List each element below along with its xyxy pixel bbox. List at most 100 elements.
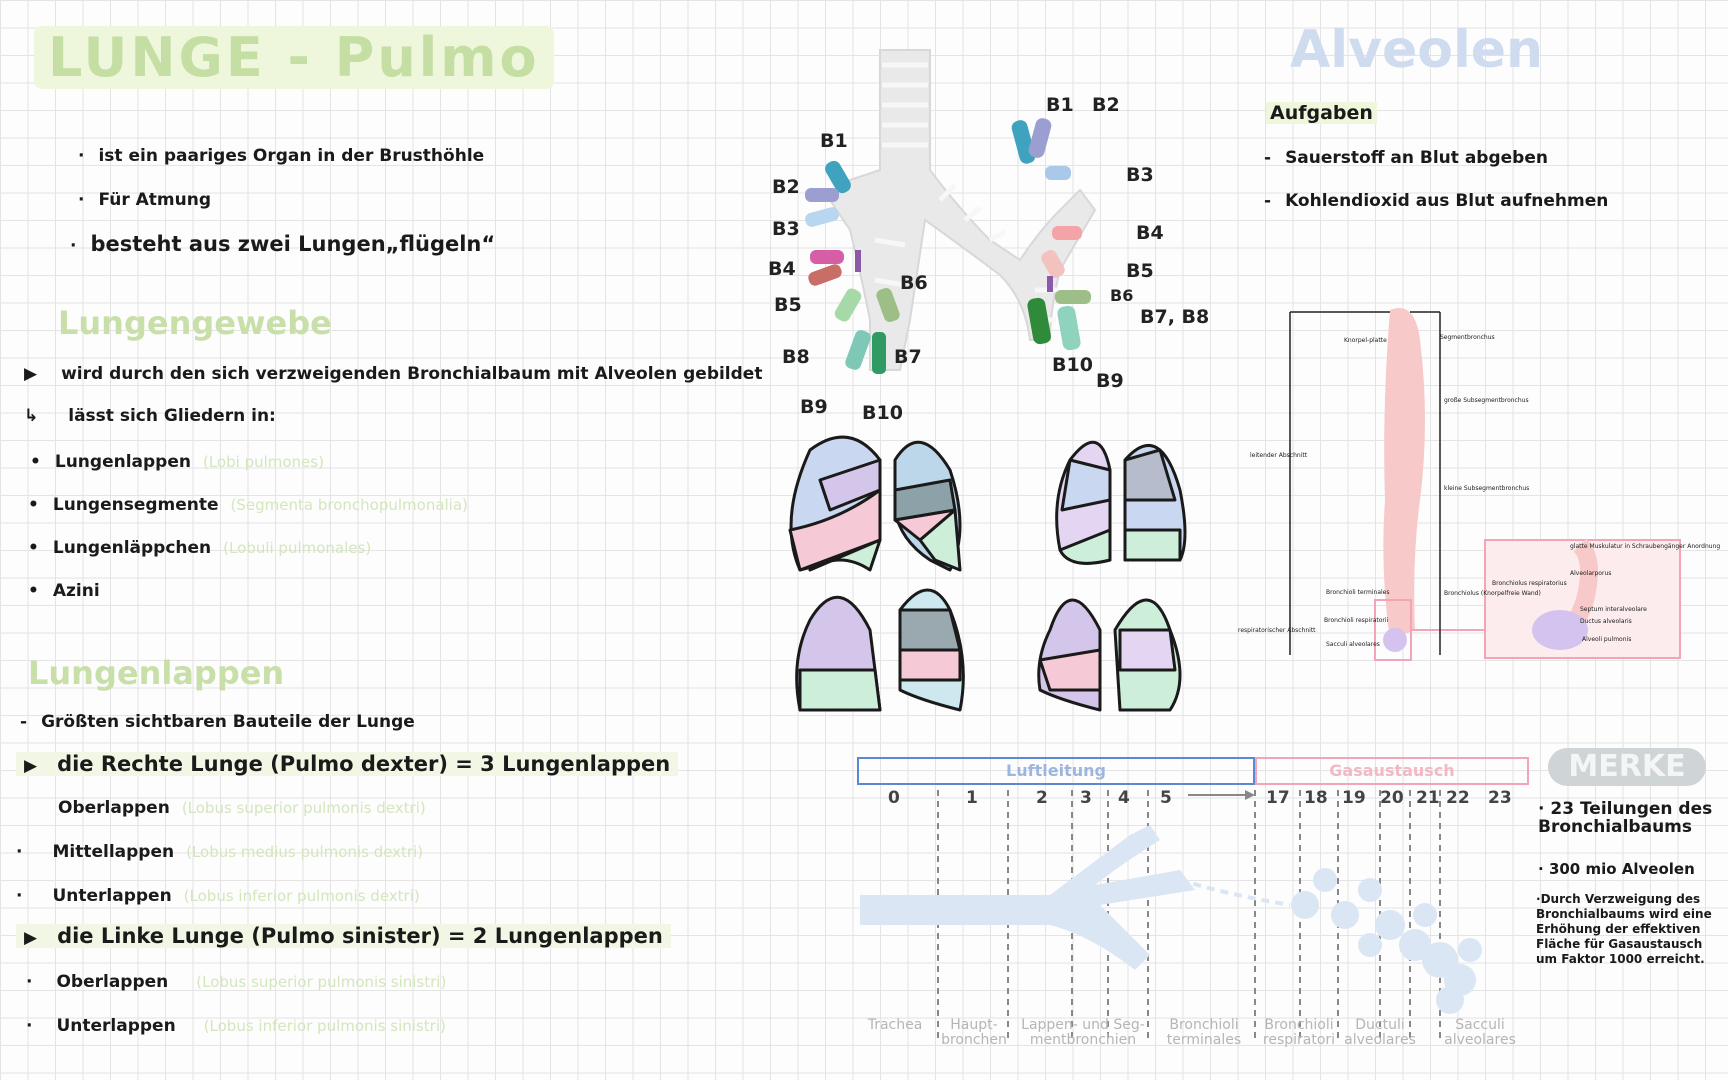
generation-tick: 18 xyxy=(1304,788,1328,808)
right-bronchus-label: B6 xyxy=(900,272,928,294)
left-b5-shape xyxy=(1041,250,1065,278)
lung-segments-illustration xyxy=(788,435,1187,712)
generation-tick: 22 xyxy=(1446,788,1470,808)
generation-tick: 20 xyxy=(1380,788,1404,808)
right-bronchus-label: B10 xyxy=(862,402,903,424)
tissue-line: ▶wird durch den sich verzweigenden Bronc… xyxy=(24,364,763,384)
diagram-label: Septum interalveolare xyxy=(1580,606,1647,613)
generation-tick: 19 xyxy=(1342,788,1366,808)
aufgaben-heading: Aufgaben xyxy=(1266,102,1377,124)
diagram-label: glatte Muskulatur in Schraubengänger Ano… xyxy=(1570,543,1721,550)
right-bronchus-label: B5 xyxy=(774,294,802,316)
left-b10-shape xyxy=(1027,297,1051,345)
left-b3-shape xyxy=(1045,166,1071,180)
diagram-label: Knorpel-platte xyxy=(1344,337,1387,344)
b8-shape xyxy=(834,288,862,322)
diagram-label: Alveolarporus xyxy=(1570,570,1612,577)
right-lobe-item: ·Mittellappen(Lobus medius pulmonis dext… xyxy=(16,842,424,862)
b1-shape xyxy=(825,160,851,194)
left-bronchus-label: B1 xyxy=(1046,94,1074,116)
diagram-label: Ductus alveolaris xyxy=(1580,618,1632,625)
left-lobe-item: ·Oberlappen(Lobus superior pulmonis sini… xyxy=(26,972,447,992)
generation-tick: 2 xyxy=(1036,788,1048,808)
airway-caption: Ductuli alveolares xyxy=(1344,1017,1416,1048)
right-bronchus-label: B9 xyxy=(800,396,828,418)
left-b6-shape xyxy=(1047,276,1053,292)
section-heading-lungengewebe: Lungengewebe xyxy=(58,304,332,342)
left-bronchus-label: B3 xyxy=(1126,164,1154,186)
generation-tick: 4 xyxy=(1118,788,1130,808)
diagram-label: kleine Subsegmentbronchus xyxy=(1444,485,1530,492)
diagram-label: Bronchioli respiratorii xyxy=(1324,617,1389,624)
airway-caption: Lappen- und Seg-mentbronchien xyxy=(1021,1017,1145,1048)
b3-shape xyxy=(805,207,839,227)
generation-tick: 21 xyxy=(1416,788,1440,808)
diagram-label: respiratorischer Abschnitt xyxy=(1238,627,1316,634)
merke-item: · 23 Teilungen des Bronchialbaums xyxy=(1538,799,1713,837)
left-lobe-item: ·Unterlappen(Lobus inferior pulmonis sin… xyxy=(26,1016,446,1036)
right-lobe-item: Oberlappen(Lobus superior pulmonis dextr… xyxy=(58,798,426,818)
generation-tick: 5 xyxy=(1160,788,1172,808)
airway-caption: Trachea xyxy=(867,1017,923,1033)
tissue-item: •Lungenlappen(Lobi pulmones) xyxy=(30,452,324,472)
b4-shape xyxy=(810,250,844,264)
b6-shape xyxy=(855,250,861,272)
airway-caption: Sacculi alveolares xyxy=(1444,1017,1516,1048)
b7-shape xyxy=(876,287,900,323)
diagram-label: große Subsegmentbronchus xyxy=(1444,397,1529,404)
aufgaben-item: -Kohlendioxid aus Blut aufnehmen xyxy=(1264,191,1609,211)
right-lung-line: ▶die Rechte Lunge (Pulmo dexter) = 3 Lun… xyxy=(16,752,679,776)
tissue-item: •Lungenläppchen(Lobuli pulmonales) xyxy=(28,538,372,558)
right-lobe-item: ·Unterlappen(Lobus inferior pulmonis dex… xyxy=(16,886,420,906)
generation-tick: 0 xyxy=(888,788,900,808)
b10-shape xyxy=(872,332,886,374)
tissue-item: •Lungensegmente(Segmenta bronchopulmonal… xyxy=(28,495,468,515)
luftleitung-label: Luftleitung xyxy=(1006,761,1106,780)
left-bronchus-label: B6 xyxy=(1110,286,1134,305)
generation-tick: 1 xyxy=(966,788,978,808)
b5-shape xyxy=(808,264,842,286)
left-b9-shape xyxy=(1057,305,1081,351)
generation-tick: 3 xyxy=(1080,788,1092,808)
aufgaben-item: -Sauerstoff an Blut abgeben xyxy=(1264,148,1548,168)
generation-tick: 17 xyxy=(1266,788,1290,808)
right-bronchus-label: B8 xyxy=(782,346,810,368)
airway-caption: Bronchioli terminales xyxy=(1166,1017,1242,1048)
left-b4-shape xyxy=(1052,226,1082,240)
left-lung-line: ▶die Linke Lunge (Pulmo sinister) = 2 Lu… xyxy=(16,924,671,948)
airway-caption: Bronchioli respiratori xyxy=(1262,1017,1336,1048)
merke-item: · 300 mio Alveolen xyxy=(1538,860,1695,878)
tissue-line: ↳lässt sich Gliedern in: xyxy=(24,406,276,426)
right-bronchus-label: B3 xyxy=(772,218,800,240)
merke-item: ·Durch Verzweigung des Bronchialbaums wi… xyxy=(1536,892,1712,966)
diagram-label: Segmentbronchus xyxy=(1440,334,1495,341)
b9-shape xyxy=(845,330,871,370)
left-bronchus-label: B5 xyxy=(1126,260,1154,282)
right-bronchus-label: B2 xyxy=(772,176,800,198)
intro-item: ·Für Atmung xyxy=(78,190,212,210)
bronchial-tree-illustration xyxy=(805,49,1097,374)
b2-shape xyxy=(805,188,839,202)
airway-tree-illustration xyxy=(860,790,1482,1040)
right-bronchus-label: B4 xyxy=(768,258,796,280)
right-bronchus-label: B1 xyxy=(820,130,848,152)
alveolen-title: Alveolen xyxy=(1290,20,1544,80)
merke-badge: MERKE xyxy=(1548,748,1706,786)
lobes-subtitle: -Größten sichtbaren Bauteile der Lunge xyxy=(20,712,415,732)
intro-item: ·besteht aus zwei Lungen„flügeln“ xyxy=(70,232,496,256)
left-bronchus-label: B10 xyxy=(1052,354,1093,376)
luftleitung-bar: Luftleitung xyxy=(857,757,1255,785)
tissue-item: •Azini xyxy=(28,581,100,601)
gasaustausch-bar: Gasaustausch xyxy=(1255,757,1529,785)
diagram-label: Bronchiolus respiratorius xyxy=(1492,580,1567,587)
left-bronchus-label: B4 xyxy=(1136,222,1164,244)
gasaustausch-label: Gasaustausch xyxy=(1329,761,1455,780)
airway-caption: Haupt-bronchen xyxy=(941,1017,1007,1048)
diagram-label: Bronchioli terminales xyxy=(1326,589,1390,596)
left-bronchus-label: B2 xyxy=(1092,94,1120,116)
page-title: LUNGE - Pulmo xyxy=(34,26,554,89)
generation-tick: 23 xyxy=(1488,788,1512,808)
diagram-label: Alveoli pulmonis xyxy=(1582,636,1632,643)
diagram-label: Bronchiolus (Knorpelfreie Wand) xyxy=(1444,590,1541,597)
right-bronchus-label: B7 xyxy=(894,346,922,368)
